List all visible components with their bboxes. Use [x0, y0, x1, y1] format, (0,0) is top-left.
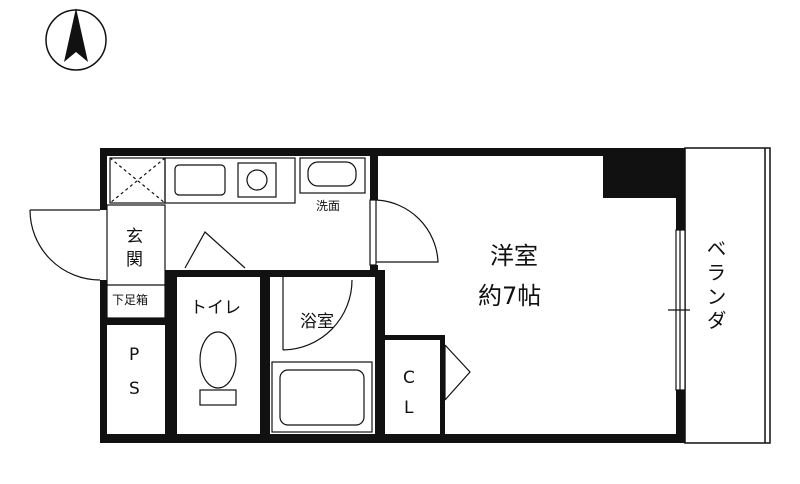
pipe-space-label-1: P	[129, 345, 140, 365]
bathroom-label: 浴室	[300, 312, 334, 332]
entrance-label-2: 関	[126, 250, 143, 270]
outer-walls	[100, 148, 685, 443]
washroom-label: 洗面	[316, 199, 341, 213]
western-room-label: 洋室	[490, 242, 538, 270]
closet-label-2: L	[404, 398, 414, 418]
kitchen-fixtures	[106, 157, 366, 319]
toilet-fixture	[199, 331, 237, 406]
bathtub	[271, 361, 373, 433]
interior-doors	[184, 199, 471, 401]
closet-label-1: C	[403, 368, 415, 388]
entrance-label-1: 玄	[126, 227, 143, 247]
pipe-space-label-2: S	[129, 379, 140, 399]
balcony-outline	[684, 147, 771, 444]
western-room-size: 約7帖	[478, 282, 542, 310]
toilet-label: トイレ	[190, 298, 241, 318]
window	[668, 229, 690, 391]
entry-door	[29, 209, 101, 281]
veranda-label: ベランダ	[703, 238, 727, 334]
shoe-box-label: 下足箱	[112, 293, 149, 307]
north-compass-icon	[45, 8, 107, 71]
interior-walls	[100, 148, 445, 435]
